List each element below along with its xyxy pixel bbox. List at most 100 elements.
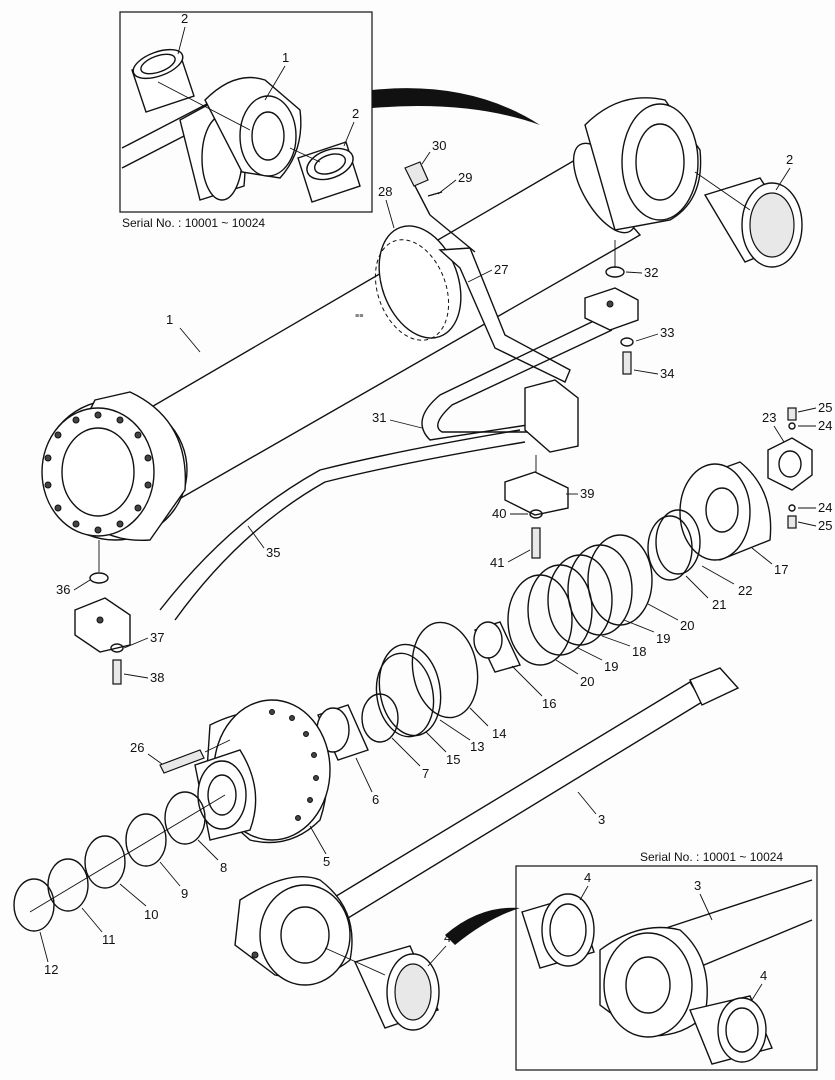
callout-17: 17 xyxy=(774,562,788,577)
tube-flange-face xyxy=(41,407,155,537)
flange-block-36-hole xyxy=(96,616,104,624)
rod-eye-grease-hole xyxy=(251,951,259,959)
callout-23: 23 xyxy=(762,410,776,425)
inset-top-eye-face xyxy=(239,95,297,177)
bracket-27 xyxy=(438,247,571,383)
inset-bottom-callout-3: 3 xyxy=(694,878,701,893)
pipe-assembly xyxy=(74,287,639,653)
inset-bottom-bushing-left-bore xyxy=(549,903,587,957)
leader-22 xyxy=(701,565,735,585)
bolt-26 xyxy=(159,749,205,774)
set-screw-25-bottom xyxy=(787,515,797,529)
pipe-35-line-a xyxy=(159,429,521,611)
callout-24b: 24 xyxy=(818,500,832,515)
leader-34 xyxy=(633,369,659,375)
inset-top-leader-1 xyxy=(264,65,286,101)
tube-flange-bolt-holes xyxy=(44,411,152,534)
inset-top-callout-2-left: 2 xyxy=(181,11,188,26)
callout-7: 7 xyxy=(422,766,429,781)
inset-bottom: 4 3 4 Serial No. : 10001 ~ 10024 xyxy=(515,850,818,1071)
inset-bottom-leader-3 xyxy=(699,893,713,921)
callout-4: 4 xyxy=(444,930,451,945)
washer-37 xyxy=(110,643,124,653)
leader-13 xyxy=(439,719,471,741)
flange-block-hole xyxy=(606,300,614,308)
callout-30: 30 xyxy=(432,138,446,153)
leader-2 xyxy=(775,167,791,191)
callout-14: 14 xyxy=(492,726,506,741)
leader-38 xyxy=(123,673,149,679)
bolt-30-stem xyxy=(414,185,431,216)
ring-22 xyxy=(655,509,701,575)
callout-40: 40 xyxy=(492,506,506,521)
inset-top-bushing-right-face xyxy=(306,147,354,181)
leader-8 xyxy=(197,839,219,861)
tube-flange-bore xyxy=(61,427,135,517)
tube-eye-bore xyxy=(635,123,685,201)
callout-19b: 19 xyxy=(604,659,618,674)
inset-top-bushing-left-face xyxy=(132,48,184,80)
inset-bottom-callout-4-right: 4 xyxy=(760,968,767,983)
callout-37: 37 xyxy=(150,630,164,645)
leader-20a xyxy=(647,603,679,621)
rod-eye-bore xyxy=(280,906,330,964)
callout-33: 33 xyxy=(660,325,674,340)
callout-1: 1 xyxy=(166,312,173,327)
bushing-2 xyxy=(703,177,803,268)
pipe-clamp xyxy=(524,379,579,453)
inset-bottom-serial: Serial No. : 10001 ~ 10024 xyxy=(640,850,783,864)
seal-8 xyxy=(164,791,206,845)
ring-20-bottom xyxy=(507,574,573,666)
leader-6 xyxy=(355,757,373,793)
callout-22: 22 xyxy=(738,583,752,598)
bolt-26-axis xyxy=(204,739,231,753)
bolt-34 xyxy=(622,351,632,375)
inset-top: 2 1 2 Serial No. : 10001 ~ 10024 xyxy=(119,11,373,230)
callout-21: 21 xyxy=(712,597,726,612)
inset-top-callout-1: 1 xyxy=(282,50,289,65)
bolt-41 xyxy=(531,527,541,559)
leader-37 xyxy=(123,637,149,649)
callout-2: 2 xyxy=(786,152,793,167)
inset-top-eye-bore xyxy=(251,111,285,161)
bolt-30-shaft xyxy=(429,214,476,253)
piston-17-bore xyxy=(705,487,739,533)
bolt-30-head xyxy=(404,161,429,187)
ring-13 xyxy=(378,643,442,737)
callout-32: 32 xyxy=(644,265,658,280)
bushing-4-grid xyxy=(394,963,432,1021)
leader-1 xyxy=(179,327,201,353)
ring-19-top xyxy=(567,544,633,636)
inset-bottom-bushing-right-bore xyxy=(725,1007,759,1053)
nut-23-bore xyxy=(778,450,802,478)
inset-top-leader-2-left xyxy=(177,26,186,55)
head-5-boss-face xyxy=(197,760,247,830)
callout-6: 6 xyxy=(372,792,379,807)
washer-40 xyxy=(529,509,543,519)
seals-axis xyxy=(29,794,226,913)
callout-3: 3 xyxy=(598,812,605,827)
bolt-38 xyxy=(112,659,122,685)
callout-31: 31 xyxy=(372,410,386,425)
rod-shaft xyxy=(299,681,703,941)
leader-19b xyxy=(577,647,603,661)
leader-26 xyxy=(147,753,163,765)
leader-15 xyxy=(425,731,447,753)
head-5-bore xyxy=(207,774,237,816)
piston-rod xyxy=(234,667,740,986)
clamp-band: ≡≡ xyxy=(355,161,571,383)
callout-27: 27 xyxy=(494,262,508,277)
leader-10 xyxy=(119,883,147,907)
callout-12: 12 xyxy=(44,962,58,977)
callout-9: 9 xyxy=(181,886,188,901)
leader-30 xyxy=(421,151,431,165)
band-28-hidden xyxy=(374,239,450,341)
inset-top-bushing-left-bore xyxy=(140,53,176,75)
band-28 xyxy=(378,225,462,339)
leader-3 xyxy=(577,791,597,815)
callout-41: 41 xyxy=(490,555,504,570)
seal-10 xyxy=(84,835,126,889)
piston-parts xyxy=(13,407,813,932)
inset-top-leader-2-right xyxy=(343,121,355,147)
